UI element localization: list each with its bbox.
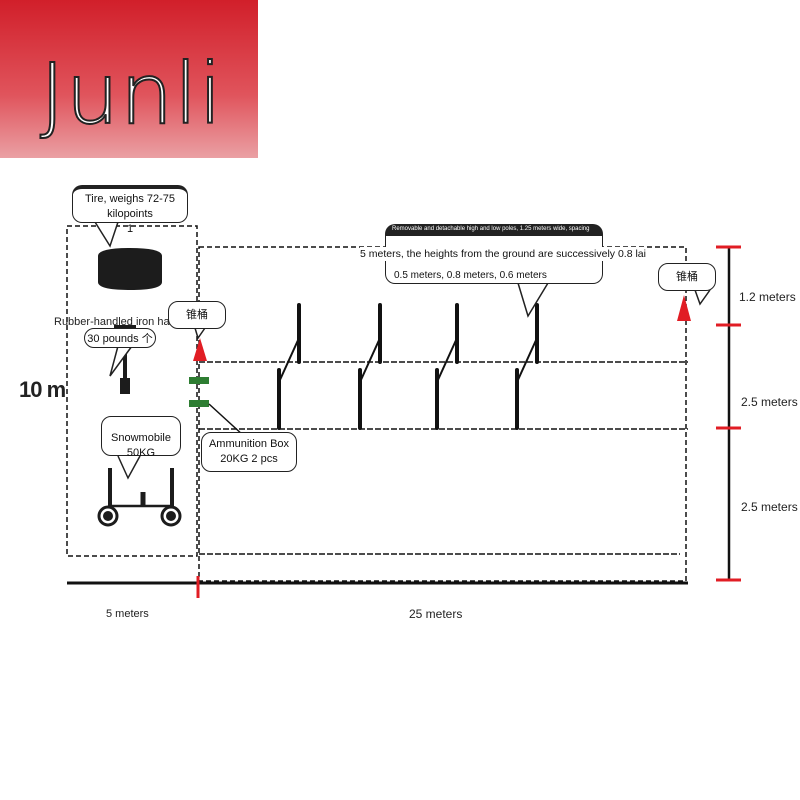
poles-note-small: Removable and detachable high and low po…	[392, 226, 590, 232]
brand-logo: Junli	[39, 45, 223, 143]
ammo-box	[189, 400, 209, 407]
poles-note-line2: 5 meters, the heights from the ground ar…	[360, 247, 646, 262]
pole-bar	[516, 337, 538, 383]
snowmobile-callout: Snowmobile 50KG	[101, 416, 181, 459]
lower-poles	[277, 368, 519, 430]
tire-callout: Tire, weighs 72-75 kilopoints 1	[72, 185, 188, 235]
cone-right-callout: 锥桶	[658, 263, 716, 291]
cone-left-label: 锥桶	[186, 309, 208, 321]
pole-bar	[436, 337, 458, 383]
hammer-label-line1: Rubber-handled iron hammer,	[54, 316, 201, 328]
bottom-dim-left-label: 5 meters	[106, 608, 149, 620]
logo-banner	[0, 0, 258, 158]
tire-icon	[98, 248, 162, 290]
tire-callout-text: Tire, weighs 72-75 kilopoints	[84, 193, 176, 220]
right-dim-mid-label: 2.5 meters	[741, 395, 798, 409]
poles-callout: Removable and detachable high and low po…	[360, 224, 646, 284]
pole-bar	[278, 337, 300, 383]
cone-marker-right	[677, 295, 691, 321]
snowmobile-label: Snowmobile 50KG	[111, 432, 171, 459]
hammer-callout: 30 pounds 个	[84, 328, 156, 348]
right-dim-bottom-label: 2.5 meters	[741, 500, 798, 514]
ammo-pointer	[208, 403, 245, 437]
ammo-box	[189, 377, 209, 384]
equipment-zone	[66, 225, 198, 557]
left-height-label: 10 m	[19, 377, 66, 402]
ammo-callout: Ammunition Box 20KG 2 pcs	[201, 432, 297, 472]
cone-left-callout: 锥桶	[168, 301, 226, 329]
poles-note-line3: 0.5 meters, 0.8 meters, 0.6 meters	[394, 270, 547, 281]
callout-tails	[94, 221, 711, 480]
ammo-label-line1: Ammunition Box	[208, 438, 290, 450]
right-dim-top-label: 1.2 meters	[739, 290, 796, 304]
snowmobile-icon	[97, 468, 182, 527]
hammer-label-line2: 30 pounds 个	[87, 333, 153, 345]
pole-bar	[359, 337, 381, 383]
course-zone	[198, 246, 687, 582]
tire-count: 1	[126, 222, 134, 235]
bottom-dim-right-label: 25 meters	[409, 607, 463, 621]
pole-bars	[278, 337, 538, 383]
upper-poles	[297, 303, 539, 364]
ammo-label-line2: 20KG 2 pcs	[220, 452, 278, 465]
cone-right-label: 锥桶	[676, 271, 698, 283]
cone-marker-left	[193, 338, 207, 361]
